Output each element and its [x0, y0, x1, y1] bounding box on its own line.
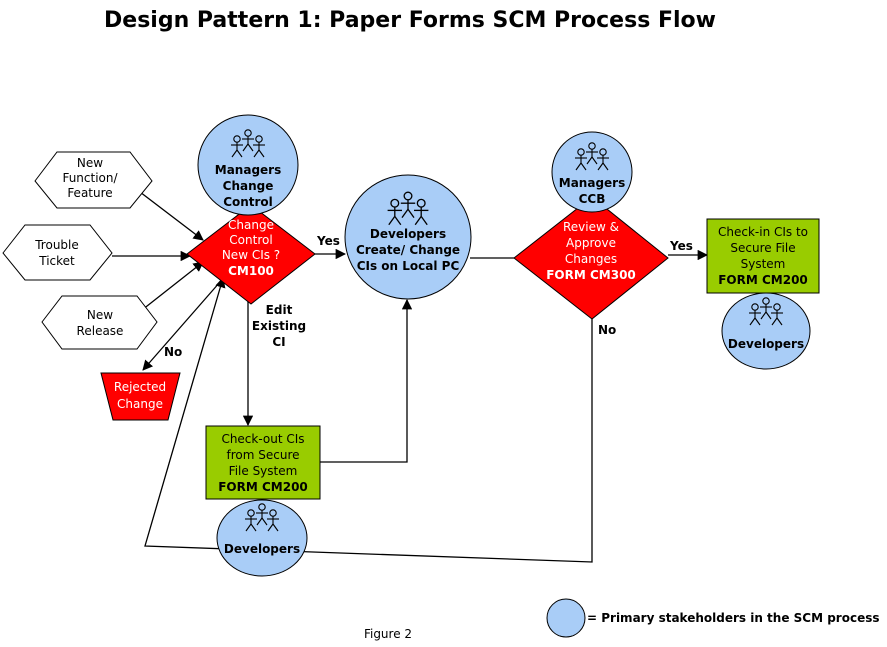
rejected-label-line: Change [117, 397, 163, 411]
stakeholder-label-line: Managers [559, 176, 625, 190]
input-label-line: Function/ [62, 171, 118, 185]
input-label-line: Trouble [34, 238, 79, 252]
decision-form-label: CM100 [228, 264, 274, 278]
rejected-label-line: Rejected [114, 380, 166, 394]
decision-label-line: Control [229, 233, 272, 247]
stakeholder-label-line: Control [223, 195, 273, 209]
connectors [112, 191, 709, 563]
decision-label-line: Review & [563, 220, 619, 234]
stakeholder-label-line: Developers [370, 227, 446, 241]
stakeholder-label-line: Developers [728, 337, 804, 351]
arrow-decision-to-rejected [142, 281, 221, 371]
stakeholder-managers-change-control: Managers Change Control [197, 114, 299, 216]
legend-stakeholder-swatch [546, 598, 586, 638]
stakeholder-developers-create-change: Developers Create/ Change CIs on Local P… [344, 174, 472, 300]
process-label-line: System [741, 257, 786, 271]
edge-label-edit-line: Edit [266, 303, 293, 317]
decision-form-label: FORM CM300 [546, 268, 636, 282]
decision-label-line: New CIs ? [222, 248, 280, 262]
process-form-label: FORM CM200 [218, 480, 308, 494]
stakeholder-label-line: Managers [215, 163, 281, 177]
input-trouble-ticket: Trouble Ticket [2, 224, 113, 281]
stakeholder-developers-checkin: Developers [721, 292, 811, 370]
figure-caption: Figure 2 [364, 627, 412, 641]
edge-label-edit-line: CI [272, 335, 285, 349]
process-label-line: Check-in CIs to [718, 225, 808, 239]
arrow-review-no-loopback [144, 277, 593, 563]
edge-label-no-review: No [598, 323, 616, 337]
stakeholder-developers-checkout: Developers [216, 499, 308, 577]
process-label-line: from Secure [227, 448, 300, 462]
arrow-release-to-decision [141, 261, 204, 311]
decision-label-line: Changes [565, 252, 617, 266]
process-check-out: Check-out CIs from Secure File System FO… [205, 425, 321, 500]
legend-text: = Primary stakeholders in the SCM proces… [587, 611, 880, 625]
stakeholder-label-line: CIs on Local PC [357, 259, 460, 273]
decision-review-approve: Review & Approve Changes FORM CM300 [513, 196, 669, 320]
decision-change-control: Change Control New CIs ? CM100 [186, 204, 316, 305]
stakeholder-label-line: Change [223, 179, 274, 193]
input-label-line: Release [77, 324, 124, 338]
process-label-line: File System [229, 464, 298, 478]
input-new-release: New Release [41, 295, 158, 350]
process-form-label: FORM CM200 [718, 273, 808, 287]
input-label-line: New [87, 308, 113, 322]
process-label-line: Secure File [730, 241, 795, 255]
edge-label-yes-decision1: Yes [316, 234, 340, 248]
edge-label-yes-decision2: Yes [669, 239, 693, 253]
stakeholder-managers-ccb: Managers CCB [551, 131, 633, 213]
stakeholder-label-line: Developers [224, 542, 300, 556]
diagram-title: Design Pattern 1: Paper Forms SCM Proces… [104, 8, 716, 33]
input-new-function-feature: New Function/ Feature [34, 151, 153, 209]
decision-label-line: Change [228, 218, 274, 232]
decision-label-line: Approve [566, 236, 616, 250]
rejected-change-shape: Rejected Change [100, 372, 181, 421]
input-label-line: Feature [67, 186, 112, 200]
process-label-line: Check-out CIs [221, 432, 304, 446]
input-label-line: New [77, 156, 103, 170]
arrow-checkout-to-developers [320, 298, 413, 463]
edge-label-edit-line: Existing [252, 319, 306, 333]
stakeholder-label-line: CCB [579, 192, 606, 206]
input-label-line: Ticket [38, 254, 75, 268]
legend: = Primary stakeholders in the SCM proces… [546, 598, 880, 638]
edge-label-no-rejected: No [164, 345, 182, 359]
arrow-feature-to-decision [139, 191, 204, 241]
stakeholder-label-line: Create/ Change [356, 243, 460, 257]
process-check-in: Check-in CIs to Secure File System FORM … [706, 218, 820, 294]
